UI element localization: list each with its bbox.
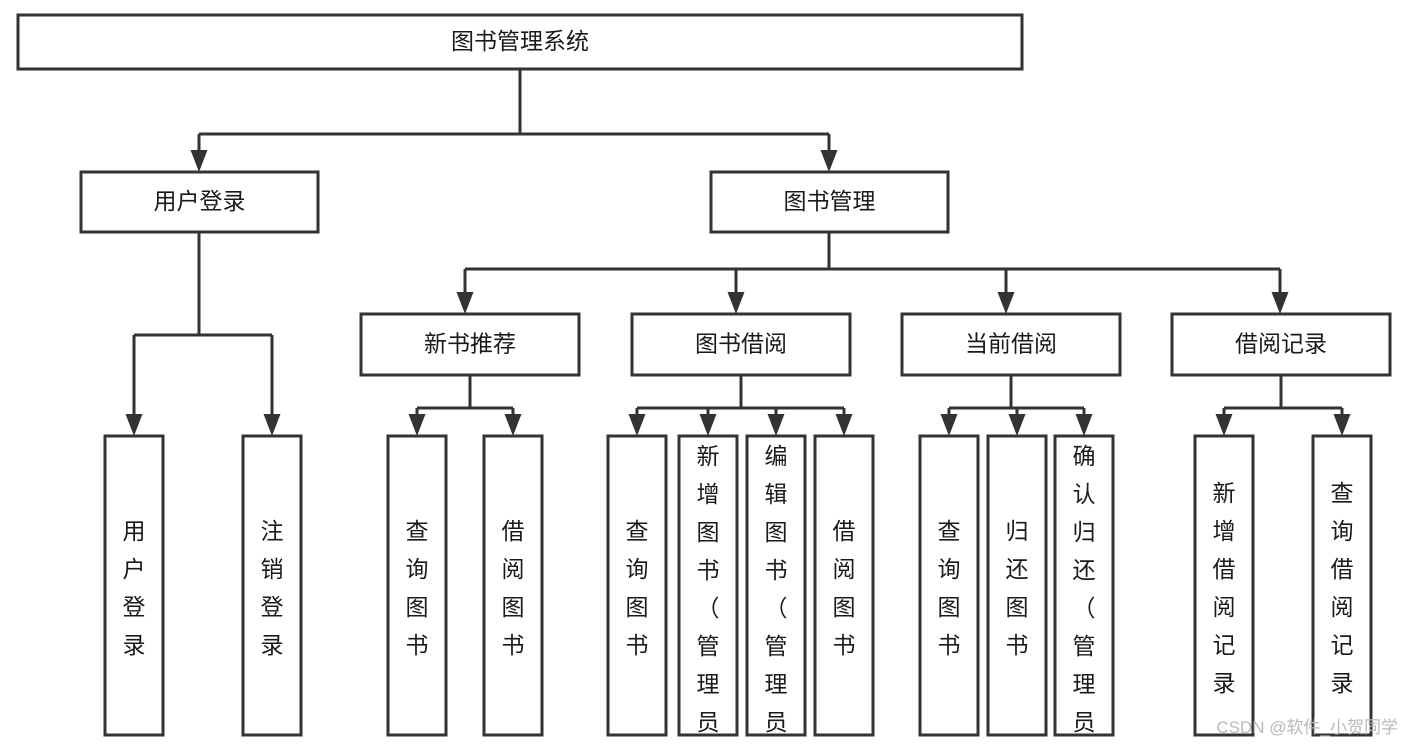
node-box[interactable] [103,434,165,737]
arrow-head-icon [767,414,785,436]
node-label: 借阅图书 [502,518,525,658]
node-box[interactable] [482,434,544,737]
leaf-leaf-add-book-admin[interactable]: 新增图书（管理员） [677,434,739,747]
leaf-leaf-query-book-current[interactable]: 查询图书 [918,434,980,737]
node-box[interactable] [1193,434,1255,737]
node-box[interactable] [677,434,739,737]
arrow-head-icon [456,292,474,314]
leaf-leaf-add-borrow-record[interactable]: 新增借阅记录 [1193,434,1255,737]
node-book-borrow[interactable]: 图书借阅 [630,312,852,377]
connector-group-borrow-to-leaves [628,375,853,436]
node-label: 查询图书 [626,518,649,658]
leaf-leaf-query-book-rec[interactable]: 查询图书 [386,434,448,737]
csdn-watermark: CSDN @软件_小贺同学 [1216,718,1398,737]
node-label: 新增图书（管理员） [697,443,720,747]
node-label: 当前借阅 [965,331,1057,357]
node-box[interactable] [1053,434,1115,737]
node-label: 图书管理系统 [451,28,589,54]
node-label: 注销登录 [261,518,284,658]
arrow-head-icon [1215,414,1233,436]
leaf-leaf-borrow-book[interactable]: 借阅图书 [813,434,875,737]
node-box[interactable] [630,312,852,377]
node-box[interactable] [986,434,1048,737]
node-box[interactable] [79,170,320,234]
node-box[interactable] [1170,312,1392,377]
node-box[interactable] [918,434,980,737]
arrow-head-icon [940,414,958,436]
node-label: 查询图书 [406,518,429,658]
node-label: 查询借阅记录 [1331,480,1354,696]
arrow-head-icon [820,150,838,172]
arrow-head-icon [835,414,853,436]
node-label: 图书管理 [784,188,876,214]
arrow-head-icon [727,292,745,314]
node-label: 借阅图书 [833,518,856,658]
arrow-head-icon [190,150,208,172]
arrow-head-icon [408,414,426,436]
connector-group-root-to-level2 [190,69,838,172]
leaf-leaf-logout-login[interactable]: 注销登录 [241,434,303,737]
node-new-book-recommend[interactable]: 新书推荐 [359,312,581,377]
connector-layer [125,69,1351,436]
arrow-head-icon [1075,414,1093,436]
connector-group-recommend-to-leaves [408,375,522,436]
leaf-leaf-borrow-book-rec[interactable]: 借阅图书 [482,434,544,737]
node-current-borrow[interactable]: 当前借阅 [900,312,1122,377]
node-label: 用户登录 [123,518,146,658]
node-borrow-record[interactable]: 借阅记录 [1170,312,1392,377]
node-label: 归还图书 [1006,518,1029,658]
arrow-head-icon [1271,292,1289,314]
node-user-login[interactable]: 用户登录 [79,170,320,234]
node-box[interactable] [241,434,303,737]
leaf-leaf-query-book-borrow[interactable]: 查询图书 [606,434,668,737]
arrow-head-icon [628,414,646,436]
node-label: 用户登录 [154,188,246,214]
leaf-leaf-confirm-return-admin[interactable]: 确认归还（管理员） [1053,434,1115,747]
leaf-leaf-query-borrow-record[interactable]: 查询借阅记录 [1311,434,1373,737]
leaf-leaf-return-book[interactable]: 归还图书 [986,434,1048,737]
connector-group-book-mgmt-to-level3 [456,232,1289,314]
node-box[interactable] [709,170,950,234]
node-box[interactable] [359,312,581,377]
node-box[interactable] [745,434,807,737]
node-book-management[interactable]: 图书管理 [709,170,950,234]
arrow-head-icon [504,414,522,436]
node-label: 新书推荐 [424,331,516,357]
node-box[interactable] [386,434,448,737]
node-label: 图书借阅 [695,331,787,357]
leaf-leaf-user-login[interactable]: 用户登录 [103,434,165,737]
node-label: 查询图书 [938,518,961,658]
node-label: 确认归还（管理员） [1073,443,1096,747]
arrow-head-icon [263,414,281,436]
arrow-head-icon [125,414,143,436]
node-label: 新增借阅记录 [1213,480,1236,696]
arrow-head-icon [699,414,717,436]
node-label: 编辑图书（管理员） [765,443,788,747]
connector-group-current-to-leaves [940,375,1093,436]
node-box[interactable] [606,434,668,737]
node-label: 借阅记录 [1235,331,1327,357]
leaf-leaf-edit-book-admin[interactable]: 编辑图书（管理员） [745,434,807,747]
arrow-head-icon [997,292,1015,314]
node-root[interactable]: 图书管理系统 [16,13,1024,71]
arrow-head-icon [1008,414,1026,436]
node-box[interactable] [16,13,1024,71]
connector-group-record-to-leaves [1215,375,1351,436]
node-box[interactable] [900,312,1122,377]
connector-group-user-login-to-leaves [125,232,281,436]
node-layer: 图书管理系统用户登录图书管理新书推荐图书借阅当前借阅借阅记录用户登录注销登录查询… [16,13,1392,747]
node-box[interactable] [1311,434,1373,737]
node-box[interactable] [813,434,875,737]
arrow-head-icon [1333,414,1351,436]
